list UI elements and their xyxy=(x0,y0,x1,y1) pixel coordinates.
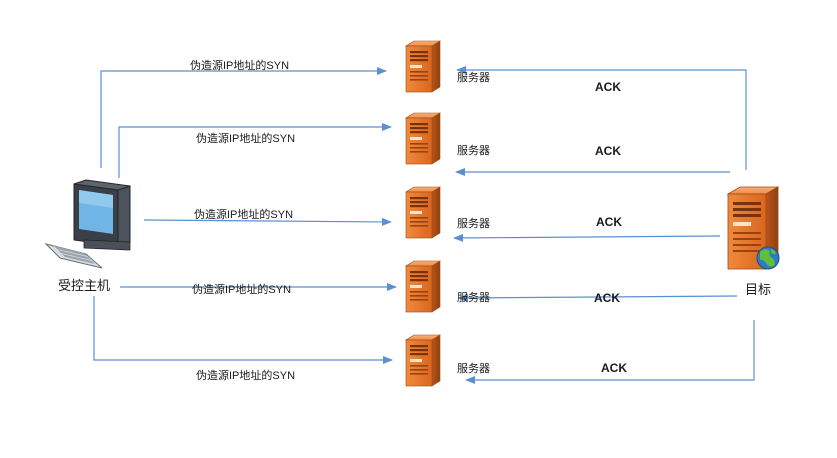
server-tower-icon xyxy=(405,112,441,165)
server-label: 服务器 xyxy=(457,145,490,157)
server-tower-icon xyxy=(405,260,441,313)
server-tower-icon xyxy=(405,186,441,239)
syn-arrow-3 xyxy=(143,217,392,226)
ack-label: ACK xyxy=(596,215,622,229)
syn-label: 伪造源IP地址的SYN xyxy=(190,60,290,72)
ack-arrow-4 xyxy=(458,293,738,302)
syn-arrow-2 xyxy=(118,123,392,178)
ack-label: ACK xyxy=(595,144,621,158)
ack-arrow-3 xyxy=(453,233,721,242)
server-tower-icon xyxy=(405,40,441,93)
syn-label: 伪造源IP地址的SYN xyxy=(194,209,294,221)
ack-label: ACK xyxy=(595,80,621,94)
server-label: 服务器 xyxy=(457,363,490,375)
desktop-computer-icon xyxy=(44,179,131,269)
syn-label: 伪造源IP地址的SYN xyxy=(196,370,296,382)
syn-label: 伪造源IP地址的SYN xyxy=(192,284,292,296)
syn-label: 伪造源IP地址的SYN xyxy=(196,133,296,145)
ack-label: ACK xyxy=(601,361,627,375)
syn-arrow-1 xyxy=(100,67,387,168)
target-label: 目标 xyxy=(745,282,772,297)
server-tower-icon xyxy=(405,334,441,387)
ack-arrow-5 xyxy=(465,320,755,384)
web-server-globe-icon xyxy=(727,186,780,270)
syn-arrow-5 xyxy=(93,296,393,364)
server-label: 服务器 xyxy=(457,218,490,230)
server-label: 服务器 xyxy=(457,292,490,304)
ack-arrow-1 xyxy=(456,66,747,170)
server-label: 服务器 xyxy=(457,72,490,84)
host-label: 受控主机 xyxy=(58,278,111,293)
ack-label: ACK xyxy=(594,291,620,305)
